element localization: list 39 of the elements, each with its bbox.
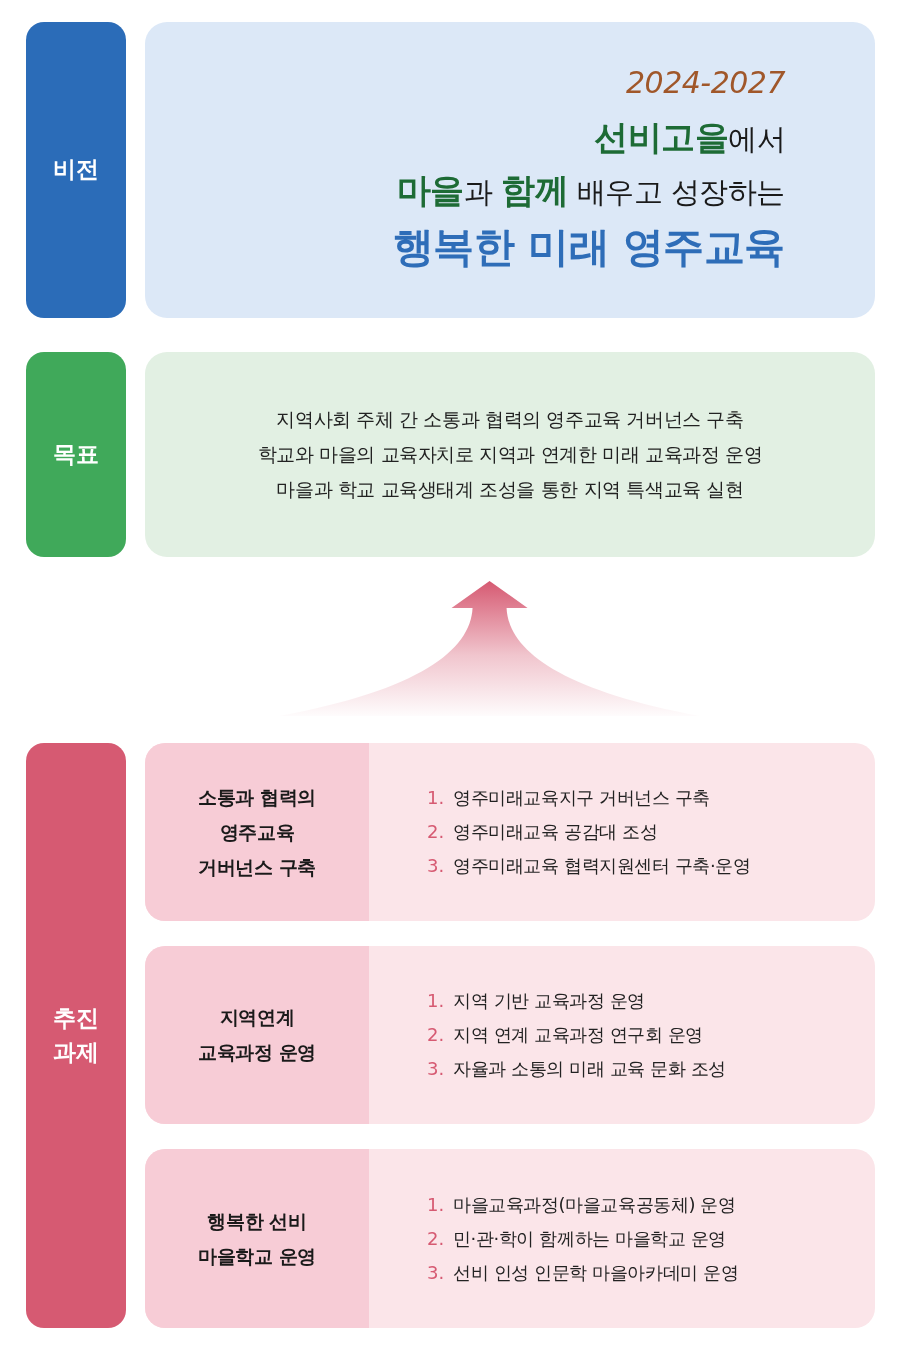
vision-panel [145, 22, 875, 318]
list-number: 1. [427, 989, 445, 1013]
goal-text: 학교와 마을의 교육자치로 지역과 연계한 미래 교육과정 운영 [257, 442, 763, 467]
task-item: 마을교육과정(마을교육공동체) 운영 [453, 1192, 736, 1217]
task-item: 영주미래교육지구 거버넌스 구축 [453, 786, 711, 810]
goal-text: 지역사회 주체 간 소통과 협력의 영주교육 거버넌스 구축 [276, 407, 744, 432]
task-item: 영주미래교육 공감대 조성 [453, 820, 658, 844]
list-number: 2. [427, 1226, 445, 1251]
task-title: 지역연계 교육과정 운영 [197, 1005, 317, 1065]
task-item: 지역 기반 교육과정 운영 [453, 989, 645, 1013]
category-tab [26, 743, 126, 1328]
task-card [145, 946, 875, 1124]
list-number: 1. [427, 786, 445, 810]
vision-headline: 행복한 미래 영주교육 [392, 222, 785, 272]
period-text: 2024-2027 [625, 65, 785, 101]
task-item: 지역 연계 교육과정 연구회 운영 [453, 1023, 704, 1047]
vision-text: 마을과 함께 배우고 성장하는 [396, 170, 785, 212]
task-title: 행복한 선비 마을학교 운영 [197, 1208, 317, 1269]
list-number: 3. [427, 1260, 445, 1285]
category-label: 비전 [53, 155, 99, 185]
category-tab [26, 22, 126, 318]
task-item: 선비 인성 인문학 마을아카데미 운영 [453, 1260, 739, 1285]
list-number: 3. [427, 1057, 445, 1081]
list-number: 1. [427, 1192, 445, 1217]
task-item: 자율과 소통의 미래 교육 문화 조성 [453, 1057, 726, 1081]
goal-text: 마을과 학교 교육생태계 조성을 통한 지역 특색교육 실현 [276, 477, 744, 502]
task-item: 민·관·학이 함께하는 마을학교 운영 [453, 1226, 726, 1251]
vision-text: 선비고을에서 [594, 117, 785, 159]
goal-panel [145, 352, 875, 557]
list-number: 3. [427, 854, 445, 878]
category-label: 추진 과제 [52, 1004, 100, 1067]
category-label: 목표 [53, 439, 99, 469]
task-title: 소통과 협력의 영주교육 거버넌스 구축 [197, 784, 317, 880]
category-tab [26, 352, 126, 557]
list-number: 2. [427, 820, 445, 844]
task-card [145, 743, 875, 921]
list-number: 2. [427, 1023, 445, 1047]
task-card [145, 1149, 875, 1328]
task-item: 영주미래교육 협력지원센터 구축·운영 [453, 854, 751, 878]
